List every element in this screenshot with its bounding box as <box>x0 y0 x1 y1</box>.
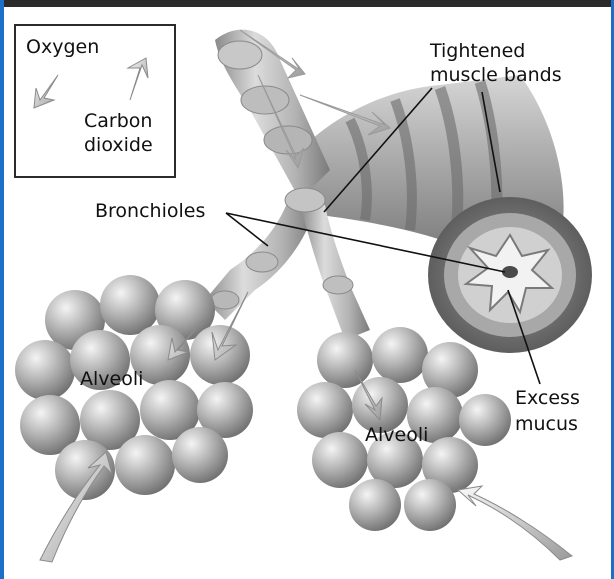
tightened-muscle-bands-label-line2: muscle bands <box>430 64 562 86</box>
top-dark-strip <box>0 0 614 7</box>
carbon-dioxide-label-line1: Carbon <box>84 110 152 132</box>
left-border <box>0 0 4 579</box>
carbon-dioxide-label-line2: dioxide <box>84 134 153 156</box>
bronchus-cross-section <box>428 197 592 353</box>
alveoli-right-label: Alveoli <box>365 424 428 446</box>
alveoli-left-label: Alveoli <box>80 368 143 390</box>
tightened-muscle-bands-label-line1: Tightened <box>430 40 525 62</box>
oxygen-label: Oxygen <box>26 36 99 58</box>
excess-mucus-label-line2: mucus <box>515 413 578 435</box>
upper-airway <box>215 30 330 200</box>
bronchioles-label: Bronchioles <box>95 200 205 222</box>
excess-mucus-label-line1: Excess <box>515 387 580 409</box>
